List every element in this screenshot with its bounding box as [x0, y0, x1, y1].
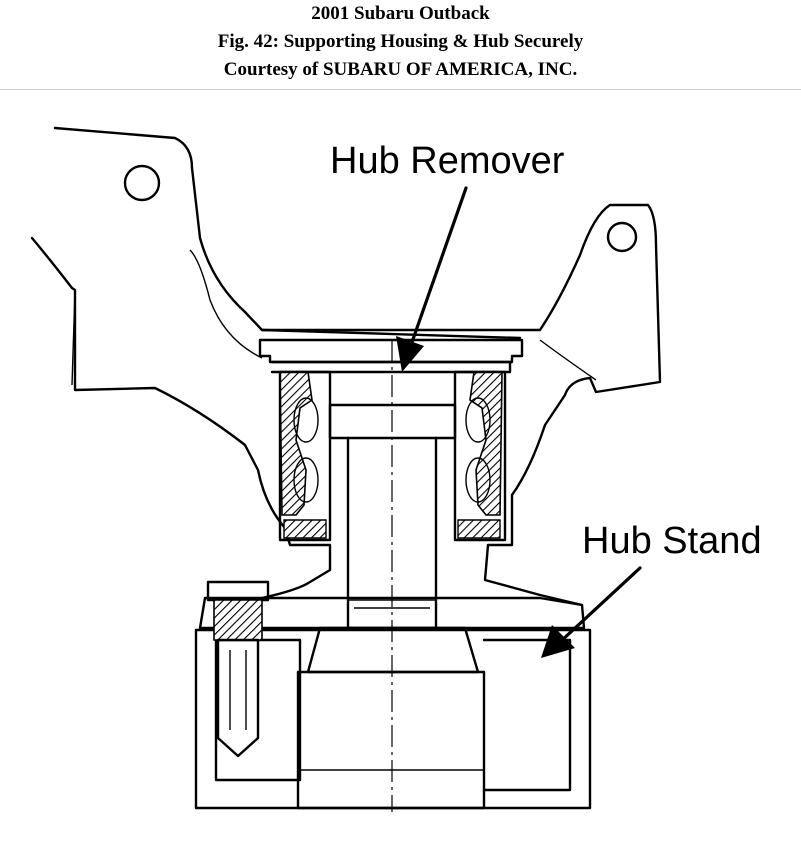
- hub-remover-arrow: [396, 186, 468, 372]
- figure-header: 2001 Subaru Outback Fig. 42: Supporting …: [0, 0, 801, 84]
- hub-shaft: [328, 340, 457, 812]
- hub-remover-label: Hub Remover: [330, 140, 565, 182]
- housing-outline: [30, 126, 662, 607]
- vehicle-title: 2001 Subaru Outback: [311, 3, 490, 24]
- hub-stand-label: Hub Stand: [582, 520, 762, 562]
- header-divider: [0, 89, 801, 90]
- upper-left-mount-hole: [123, 164, 161, 202]
- upper-right-mount-hole: [606, 221, 638, 253]
- figure-credit: Courtesy of SUBARU OF AMERICA, INC.: [223, 59, 578, 80]
- wheel-stud: [206, 580, 270, 758]
- figure-caption: Fig. 42: Supporting Housing & Hub Secure…: [217, 31, 584, 52]
- hub-remover-plate: [258, 328, 524, 374]
- hub-stand-arrow: [541, 566, 642, 658]
- hub-stand-body: [194, 596, 592, 810]
- bearing-left: [278, 370, 332, 542]
- bearing-right: [453, 370, 507, 542]
